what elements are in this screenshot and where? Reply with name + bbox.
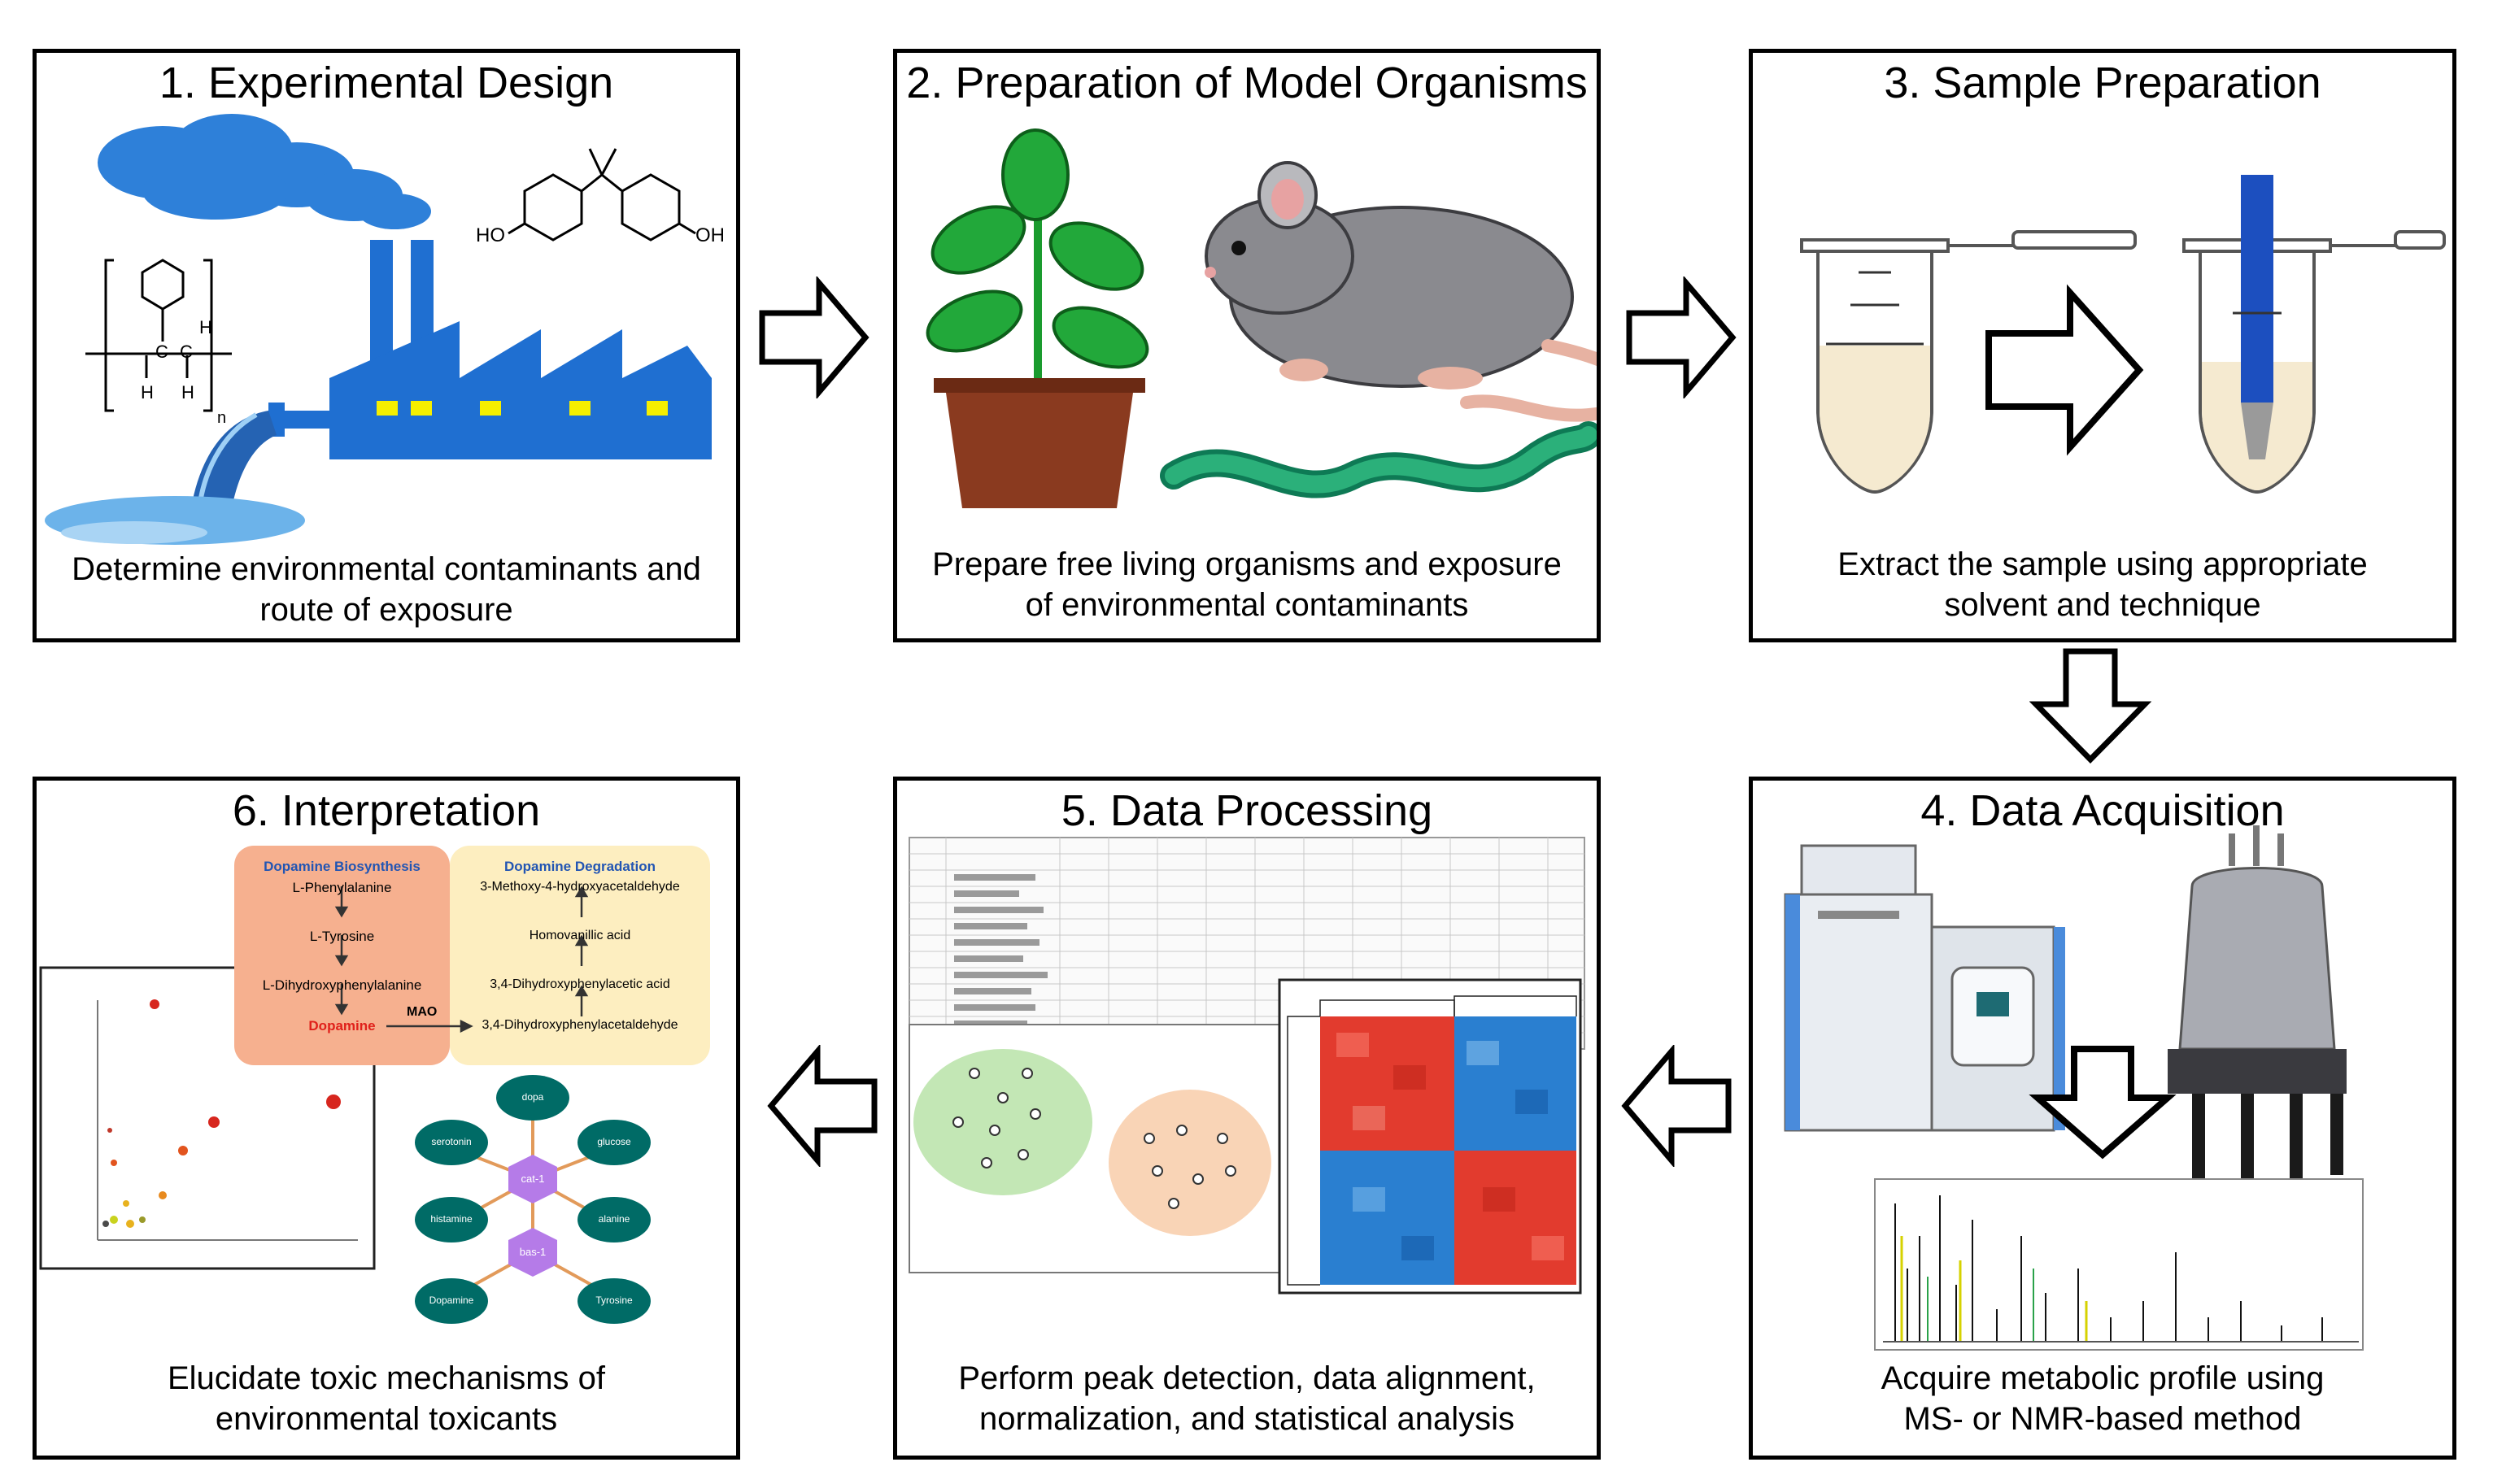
panel-caption: Acquire metabolic profile using MS- or N…	[1761, 1358, 2444, 1439]
panel-title: 4. Data Acquisition	[1920, 786, 2285, 835]
panel-caption: Determine environmental contaminants and…	[45, 549, 728, 630]
lc-ms-instrument-icon	[1784, 844, 2065, 1132]
data-acquisition-illustration	[1784, 825, 2364, 1351]
process-arrow-icon	[1985, 284, 2144, 456]
caption-line-2: route of exposure	[259, 592, 513, 628]
network-diagram-icon	[415, 1075, 651, 1324]
panel-title: 6. Interpretation	[232, 786, 541, 835]
flow-arrow-1-to-2	[759, 276, 869, 398]
pca-plot-icon	[909, 1024, 1284, 1273]
heatmap-icon	[1278, 978, 1582, 1295]
caption-line-1: Acquire metabolic profile using	[1881, 1360, 2325, 1396]
panel-title: 2. Preparation of Model Organisms	[906, 59, 1588, 107]
network-node-1: dopa	[521, 1091, 544, 1103]
network-node-6: Dopamine	[429, 1295, 474, 1306]
bio-step-1: L-Phenylalanine	[292, 880, 392, 895]
polymer-carbon-1: C	[155, 342, 168, 362]
polymer-hydrogen-3: H	[199, 317, 212, 337]
network-node-7: Tyrosine	[595, 1295, 633, 1306]
panel-caption: Perform peak detection, data alignment, …	[905, 1358, 1589, 1439]
panel-data-processing: 5. Data Processing	[893, 777, 1601, 1460]
caption-line-1: Determine environmental contaminants and	[72, 551, 701, 587]
wastewater-icon	[45, 411, 305, 545]
caption-line-1: Elucidate toxic mechanisms of	[167, 1360, 605, 1396]
panel-title: 3. Sample Preparation	[1884, 59, 2321, 107]
degradation-title: Dopamine Degradation	[503, 859, 656, 874]
interpretation-illustration	[39, 846, 710, 1324]
plant-icon	[926, 128, 1149, 508]
panel-caption: Extract the sample using appropriate sol…	[1761, 544, 2444, 625]
polymer-hydrogen-2: H	[181, 382, 194, 403]
polystyrene-structure-icon	[85, 259, 232, 412]
flow-arrow-4-to-5	[1621, 1045, 1732, 1167]
nmr-spectrometer-icon	[2168, 825, 2347, 1187]
bio-step-3: L-Dihydroxyphenylalanine	[262, 977, 422, 993]
network-node-4: histamine	[430, 1213, 473, 1225]
process-arrow-icon	[2029, 1046, 2177, 1160]
bio-step-2: L-Tyrosine	[309, 929, 375, 944]
polymer-repeat-n: n	[217, 409, 226, 427]
deg-step-3: 3,4-Dihydroxyphenylacetic acid	[490, 977, 670, 991]
network-center-2: bas-1	[519, 1246, 547, 1258]
worm-icon	[1160, 421, 1597, 498]
caption-line-2: MS- or NMR-based method	[1903, 1401, 2302, 1437]
panel-caption: Elucidate toxic mechanisms of environmen…	[45, 1358, 728, 1439]
factory-windows	[377, 401, 668, 416]
sample-preparation-illustration	[1800, 175, 2446, 494]
panel-interpretation: 6. Interpretation	[33, 777, 740, 1460]
polymer-hydrogen-1: H	[141, 382, 154, 403]
caption-line-2: of environmental contaminants	[1025, 587, 1469, 623]
panel-caption: Prepare free living organisms and exposu…	[905, 544, 1589, 625]
caption-line-2: environmental toxicants	[215, 1401, 558, 1437]
experimental-design-illustration: HO OH C C H H H n	[45, 114, 725, 545]
panel-experimental-design: 1. Experimental Design	[33, 49, 740, 642]
data-processing-illustration	[909, 837, 1585, 1295]
panel-data-acquisition: 4. Data Acquisition	[1749, 777, 2456, 1460]
caption-line-1: Prepare free living organisms and exposu…	[932, 546, 1562, 582]
network-node-5: alanine	[598, 1213, 630, 1225]
caption-line-2: solvent and technique	[1944, 587, 2261, 623]
caption-line-2: normalization, and statistical analysis	[978, 1401, 1515, 1437]
microtube-icon	[1800, 230, 2137, 494]
bio-step-dopamine: Dopamine	[308, 1018, 376, 1034]
bisphenol-structure-icon	[508, 148, 696, 242]
flow-arrow-3-to-4	[2029, 648, 2151, 764]
network-node-2: serotonin	[431, 1136, 472, 1147]
flow-arrow-2-to-3	[1626, 276, 1737, 398]
panel-title: 1. Experimental Design	[159, 59, 614, 107]
mouse-icon	[1205, 161, 1597, 422]
panel-title: 5. Data Processing	[1061, 786, 1433, 835]
spectrum-plot-icon	[1874, 1178, 2364, 1351]
smoke-cloud-icon	[98, 114, 431, 229]
factory-icon	[268, 240, 712, 459]
network-node-3: glucose	[597, 1136, 631, 1147]
pathway-diagram-icon	[234, 846, 710, 1065]
caption-line-1: Perform peak detection, data alignment,	[958, 1360, 1536, 1396]
hydroxyl-label-right: OH	[695, 224, 725, 246]
model-organisms-illustration	[926, 128, 1597, 508]
panel-model-organisms: 2. Preparation of Model Organisms	[893, 49, 1601, 642]
flow-arrow-5-to-6	[767, 1045, 878, 1167]
deg-step-4: 3,4-Dihydroxyphenylacetaldehyde	[482, 1018, 678, 1032]
biosynthesis-title: Dopamine Biosynthesis	[264, 859, 421, 874]
spin-column-tube-icon	[2182, 175, 2446, 494]
caption-line-1: Extract the sample using appropriate	[1837, 546, 2368, 582]
deg-step-2: Homovanillic acid	[529, 929, 631, 942]
network-center-1: cat-1	[521, 1173, 545, 1185]
enzyme-label: MAO	[407, 1005, 438, 1019]
polymer-carbon-2: C	[180, 342, 193, 362]
hydroxyl-label-left: HO	[476, 224, 505, 246]
panel-sample-preparation: 3. Sample Preparation Extract the s	[1749, 49, 2456, 642]
deg-step-1: 3-Methoxy-4-hydroxyacetaldehyde	[480, 880, 680, 894]
